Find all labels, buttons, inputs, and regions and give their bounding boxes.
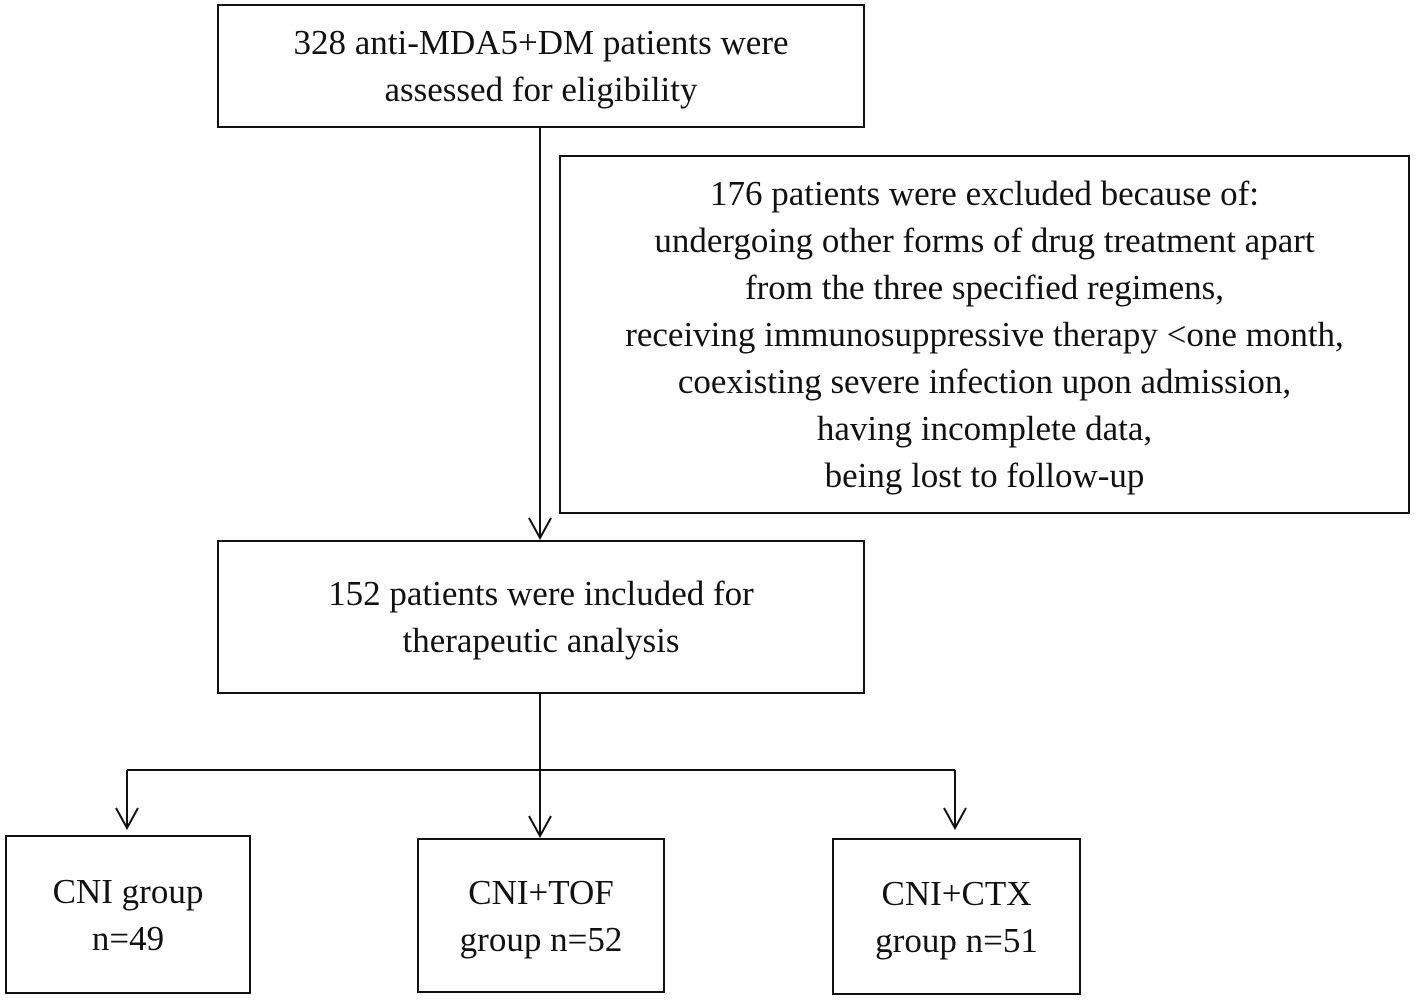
arrowhead-cni [115, 807, 139, 831]
included-box: 152 patients were included for therapeut… [217, 540, 865, 694]
included-text-line: 152 patients were included for [328, 574, 754, 613]
included-text-line: therapeutic analysis [402, 621, 680, 660]
assessed-box: 328 anti-MDA5+DM patients were assessed … [217, 4, 865, 128]
excluded-text-line: being lost to follow-up [824, 456, 1145, 495]
group-count: group n=51 [875, 920, 1038, 960]
arrowhead-included [528, 517, 552, 541]
excluded-text-line: coexisting severe infection upon admissi… [677, 362, 1292, 401]
group-box-cni: CNI group n=49 [5, 835, 251, 994]
excluded-text-line: 176 patients were excluded because of: [709, 174, 1260, 213]
excluded-text-line: having incomplete data, [816, 409, 1153, 448]
group-label: CNI group [52, 871, 204, 911]
assessed-text-line: assessed for eligibility [384, 70, 698, 109]
group-count: n=49 [91, 918, 165, 958]
arrowhead-cni-tof [528, 815, 552, 839]
assessed-text-line: 328 anti-MDA5+DM patients were [293, 23, 789, 62]
group-count: group n=52 [459, 919, 623, 959]
group-box-cni-ctx: CNI+CTX group n=51 [832, 838, 1081, 995]
excluded-text-line: undergoing other forms of drug treatment… [654, 221, 1315, 260]
group-label: CNI+CTX [881, 873, 1032, 913]
arrowhead-cni-ctx [943, 807, 967, 831]
excluded-box: 176 patients were excluded because of: u… [559, 155, 1410, 514]
group-box-cni-tof: CNI+TOF group n=52 [417, 838, 665, 993]
group-label: CNI+TOF [468, 872, 614, 912]
excluded-text-line: receiving immunosuppressive therapy <one… [625, 315, 1344, 354]
excluded-text-line: from the three specified regimens, [744, 268, 1225, 307]
